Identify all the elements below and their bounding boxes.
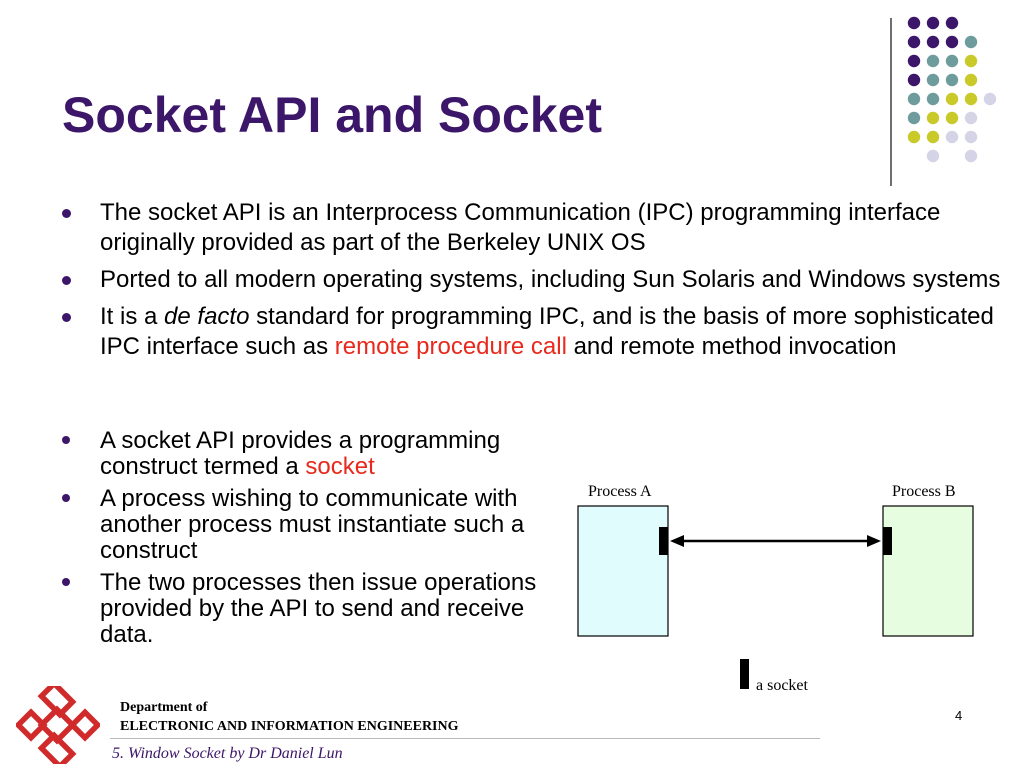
decor-dot <box>964 92 978 106</box>
socket-b-icon <box>883 527 892 555</box>
bullet-text: de facto <box>164 303 250 330</box>
left-arrowhead-icon <box>670 535 684 547</box>
top-bullet-2: Ported to all modern operating systems, … <box>62 265 1002 295</box>
left-bullet-list: A socket API provides a programming cons… <box>62 428 582 654</box>
decor-dot <box>926 111 940 125</box>
process-b-box <box>882 505 974 637</box>
decor-dot <box>945 16 959 30</box>
socket-legend-label: a socket <box>756 677 809 694</box>
bullet-text: The socket API is an Interprocess Commun… <box>100 199 941 256</box>
decor-dot <box>907 92 921 106</box>
highlighted-term: remote procedure call <box>334 333 567 360</box>
page-number: 4 <box>955 708 963 723</box>
process-b-label: Process B <box>892 483 956 500</box>
decor-dot <box>945 111 959 125</box>
decor-dot <box>907 16 921 30</box>
decor-dot <box>926 149 940 163</box>
decor-dot <box>926 73 940 87</box>
bullet-text: A process wishing to communicate with an… <box>100 485 525 564</box>
decor-dot <box>964 73 978 87</box>
decor-dot <box>964 149 978 163</box>
decor-dot <box>926 35 940 49</box>
bullet-dot-icon <box>62 313 71 322</box>
left-bullet-1: A socket API provides a programming cons… <box>62 428 582 480</box>
right-arrowhead-icon <box>867 535 881 547</box>
decor-dot <box>945 130 959 144</box>
bullet-text: A socket API provides a programming cons… <box>100 427 501 480</box>
bullet-text: Ported to all modern operating systems, … <box>100 266 1001 293</box>
socket-a-icon <box>659 527 668 555</box>
decor-dot <box>907 54 921 68</box>
decor-dot <box>926 54 940 68</box>
decor-dot <box>964 130 978 144</box>
decor-dot <box>907 35 921 49</box>
decor-dot <box>964 54 978 68</box>
decor-dot <box>945 73 959 87</box>
title-divider-line <box>890 18 892 186</box>
decor-dot <box>926 130 940 144</box>
bullet-text: The two processes then issue operations … <box>100 569 537 648</box>
socket-diagram: Process A Process B a socket <box>577 483 974 694</box>
decor-dot <box>945 54 959 68</box>
bullet-text: and remote method invocation <box>566 333 897 360</box>
footer-subtitle: 5. Window Socket by Dr Daniel Lun <box>112 745 343 762</box>
department-line-1: Department of <box>120 700 208 715</box>
bullet-dot-icon <box>62 276 71 285</box>
decor-dot <box>945 35 959 49</box>
left-bullet-3: The two processes then issue operations … <box>62 570 582 648</box>
top-bullet-1: The socket API is an Interprocess Commun… <box>62 198 1002 258</box>
socket-legend-icon <box>740 659 749 689</box>
bullet-dot-icon <box>62 436 70 444</box>
decor-dot <box>907 73 921 87</box>
decorative-dot-grid-icon <box>907 16 997 163</box>
decor-dot <box>945 92 959 106</box>
left-bullet-2: A process wishing to communicate with an… <box>62 486 582 564</box>
university-logo-icon <box>16 686 100 764</box>
bullet-text: standard for programming IPC, and is the… <box>100 303 994 360</box>
slide-title: Socket API and Socket <box>62 87 602 143</box>
process-a-label: Process A <box>588 483 652 500</box>
top-bullet-3: It is a de facto standard for programmin… <box>62 302 1002 362</box>
highlighted-term: socket <box>305 453 375 480</box>
footer-divider <box>110 738 820 739</box>
decor-dot <box>983 92 997 106</box>
bullet-text: It is a <box>100 303 165 330</box>
decor-dot <box>926 92 940 106</box>
decor-dot <box>907 130 921 144</box>
decor-dot <box>926 16 940 30</box>
department-line-2: ELECTRONIC AND INFORMATION ENGINEERING <box>120 719 459 734</box>
process-a-box <box>577 505 669 637</box>
decor-dot <box>964 35 978 49</box>
bullet-dot-icon <box>62 209 71 218</box>
decor-dot <box>907 111 921 125</box>
decor-dot <box>964 111 978 125</box>
top-bullet-list: The socket API is an Interprocess Commun… <box>62 198 1002 369</box>
bullet-dot-icon <box>62 494 70 502</box>
bullet-dot-icon <box>62 578 70 586</box>
